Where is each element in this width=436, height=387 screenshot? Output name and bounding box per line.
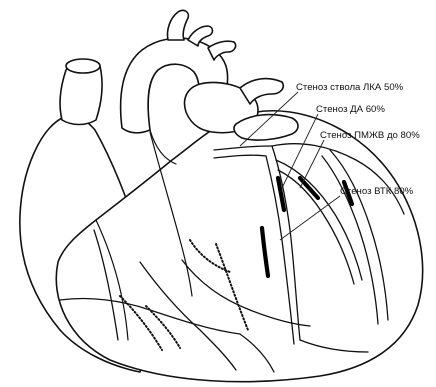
brachiocephalic-trunk bbox=[167, 10, 188, 40]
great-vessels bbox=[60, 10, 298, 140]
vena-cava-opening bbox=[66, 59, 100, 73]
label-lad-upto: Стеноз ПМЖВ до 80% bbox=[320, 130, 420, 141]
ventricles bbox=[56, 111, 422, 382]
label-omb: Стеноз ВТК 80% bbox=[340, 186, 414, 197]
label-lca-trunk: Стеноз ствола ЛКА 50% bbox=[296, 82, 404, 93]
heart-outline bbox=[20, 111, 423, 382]
label-lad: Стеноз ДА 60% bbox=[316, 104, 385, 115]
